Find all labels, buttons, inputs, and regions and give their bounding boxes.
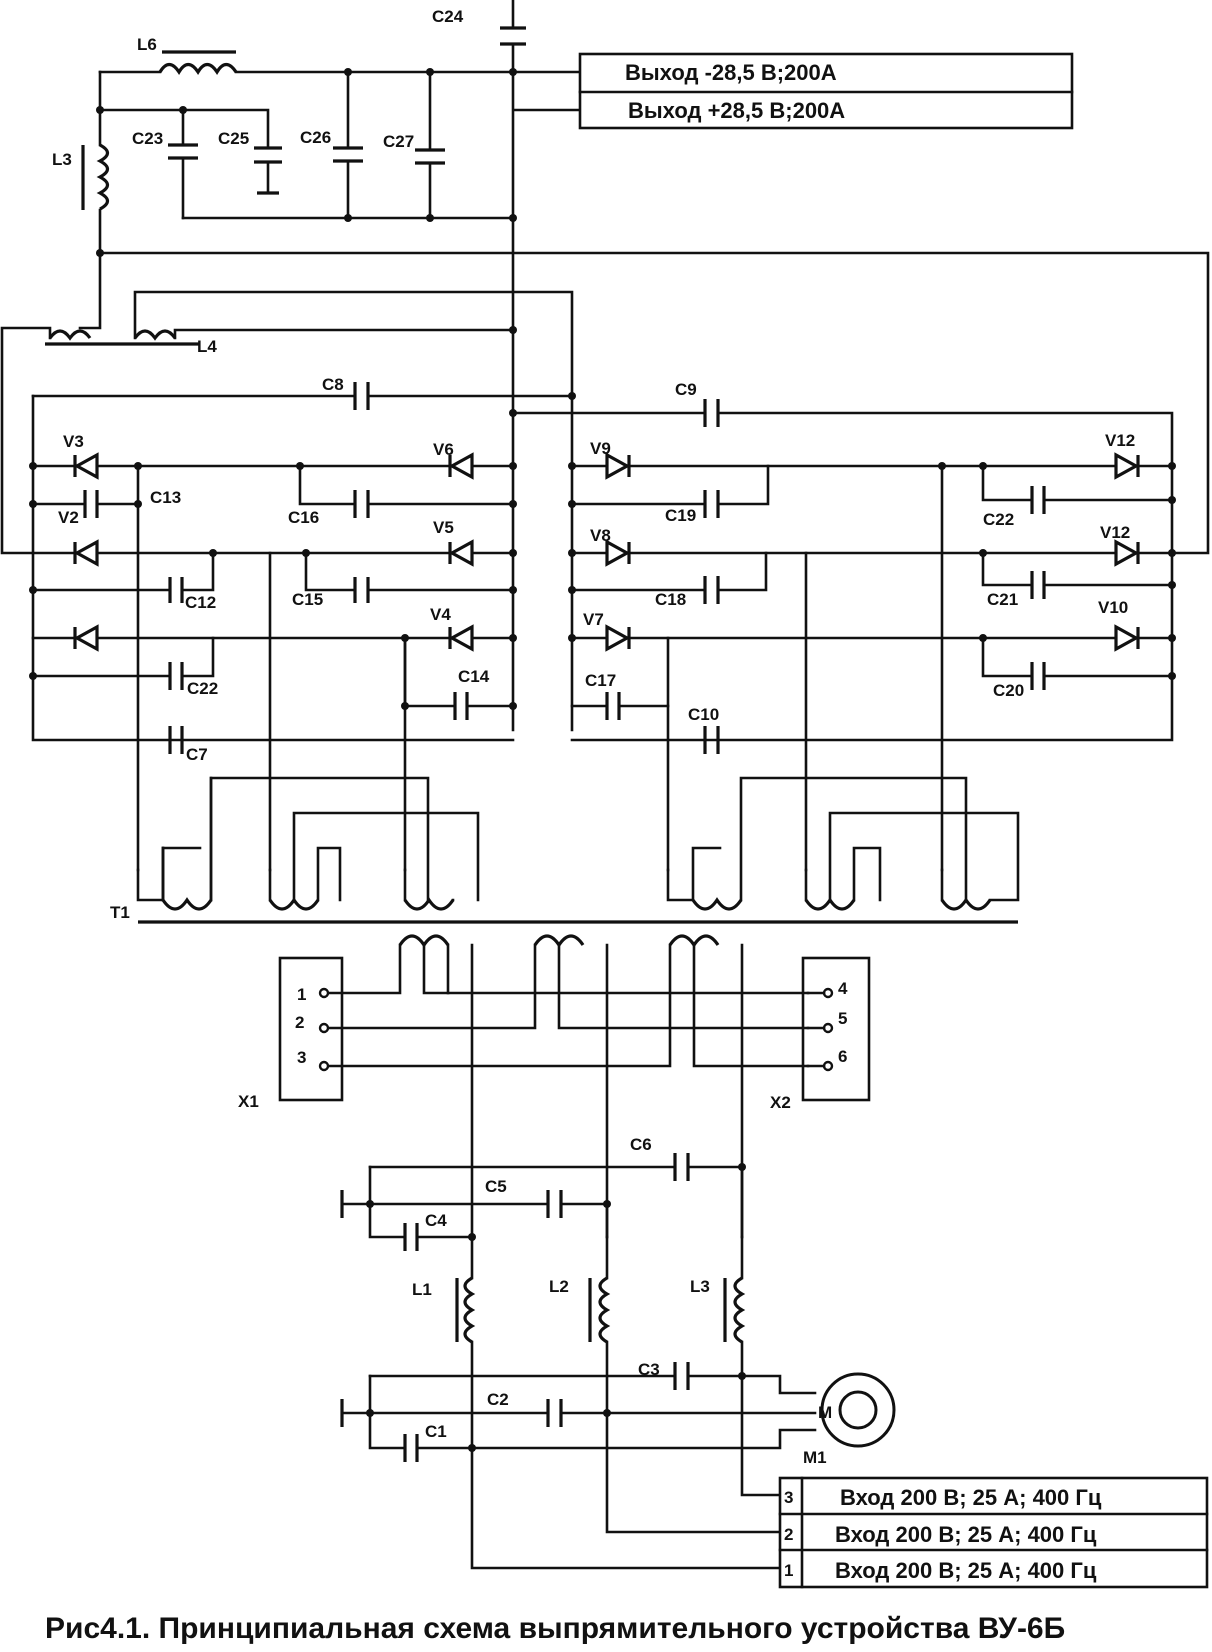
label-c4: C4 bbox=[425, 1211, 447, 1230]
x1-pin-1: 1 bbox=[297, 985, 306, 1004]
label-v2: V2 bbox=[58, 508, 79, 527]
label-v9: V9 bbox=[590, 439, 611, 458]
connector-x2: 4 5 6 X2 bbox=[770, 956, 871, 1112]
label-c5: C5 bbox=[485, 1177, 507, 1196]
transformer-t1: T1 bbox=[110, 776, 1020, 1239]
label-c3: C3 bbox=[638, 1360, 660, 1379]
label-l3-bottom: L3 bbox=[690, 1277, 710, 1296]
label-c10: C10 bbox=[688, 705, 719, 724]
label-v7: V7 bbox=[583, 610, 604, 629]
label-c22-right: C22 bbox=[983, 510, 1014, 529]
label-v6: V6 bbox=[433, 440, 454, 459]
label-c15: C15 bbox=[292, 590, 323, 609]
label-v12-top: V12 bbox=[1105, 431, 1135, 450]
input-2-num: 2 bbox=[784, 1525, 793, 1544]
label-c7: C7 bbox=[186, 745, 208, 764]
figure-caption: Рис4.1. Принципиальная схема выпрямитель… bbox=[45, 1612, 1065, 1645]
label-v4: V4 bbox=[430, 605, 451, 624]
input-3-text: Вход 200 В; 25 А; 400 Гц bbox=[840, 1485, 1102, 1510]
input-1-text: Вход 200 В; 25 А; 400 Гц bbox=[835, 1558, 1097, 1583]
input-3-num: 3 bbox=[784, 1488, 793, 1507]
label-c2: C2 bbox=[487, 1390, 509, 1409]
label-c20: C20 bbox=[993, 681, 1024, 700]
label-c16: C16 bbox=[288, 508, 319, 527]
label-c8: C8 bbox=[322, 375, 344, 394]
x1-pin-2: 2 bbox=[295, 1013, 304, 1032]
input-terminal-box: 3 2 1 Вход 200 В; 25 А; 400 Гц Вход 200 … bbox=[778, 1476, 1209, 1589]
input-filter: C6 C5 C4 L1 L2 L3 C3 C2 bbox=[340, 1135, 896, 1570]
label-c27: C27 bbox=[383, 132, 414, 151]
label-c14: C14 bbox=[458, 667, 490, 686]
label-c1: C1 bbox=[425, 1422, 447, 1441]
label-v12-mid: V12 bbox=[1100, 523, 1130, 542]
x2-label: X2 bbox=[770, 1093, 791, 1112]
output-positive: Выход +28,5 В;200А bbox=[628, 98, 845, 123]
right-rectifier: C9 V9 V12 C19 C22 V8 V12 C18 bbox=[511, 380, 1176, 872]
label-v10: V10 bbox=[1098, 598, 1128, 617]
label-v3: V3 bbox=[63, 432, 84, 451]
label-l2: L2 bbox=[549, 1277, 569, 1296]
label-c13: C13 bbox=[150, 488, 181, 507]
label-c24: C24 bbox=[432, 7, 464, 26]
interphase-reactor: L4 bbox=[0, 251, 1210, 732]
output-negative: Выход -28,5 В;200А bbox=[625, 60, 837, 85]
left-rectifier: C8 V3 V6 V2 C13 C16 V5 C12 bbox=[29, 375, 574, 872]
label-c6: C6 bbox=[630, 1135, 652, 1154]
x1-label: X1 bbox=[238, 1092, 259, 1111]
x2-pin-5: 5 bbox=[838, 1009, 847, 1028]
label-l3-top: L3 bbox=[52, 150, 72, 169]
label-l6: L6 bbox=[137, 35, 157, 54]
label-c26: C26 bbox=[300, 128, 331, 147]
label-l4: L4 bbox=[197, 337, 217, 356]
output-filter: C24 L6 L3 C23 C25 C26 C27 bbox=[52, 0, 1074, 732]
x2-pin-6: 6 bbox=[838, 1047, 847, 1066]
label-t1: T1 bbox=[110, 903, 130, 922]
label-v5: V5 bbox=[433, 518, 454, 537]
label-c21: C21 bbox=[987, 590, 1018, 609]
label-c12: C12 bbox=[185, 593, 216, 612]
x2-pin-4: 4 bbox=[838, 979, 848, 998]
input-2-text: Вход 200 В; 25 А; 400 Гц bbox=[835, 1522, 1097, 1547]
label-c19: C19 bbox=[665, 506, 696, 525]
input-1-num: 1 bbox=[784, 1561, 793, 1580]
label-c9: C9 bbox=[675, 380, 697, 399]
label-c17: C17 bbox=[585, 671, 616, 690]
x1-pin-3: 3 bbox=[297, 1048, 306, 1067]
label-motor-m: M bbox=[818, 1403, 832, 1422]
connector-x1: 1 2 3 X1 bbox=[238, 956, 344, 1111]
label-l1: L1 bbox=[412, 1280, 432, 1299]
label-m1: M1 bbox=[803, 1448, 827, 1467]
label-v8: V8 bbox=[590, 526, 611, 545]
label-c25: C25 bbox=[218, 129, 249, 148]
label-c18: C18 bbox=[655, 590, 686, 609]
label-c23: C23 bbox=[132, 129, 163, 148]
label-c22-left: C22 bbox=[187, 679, 218, 698]
